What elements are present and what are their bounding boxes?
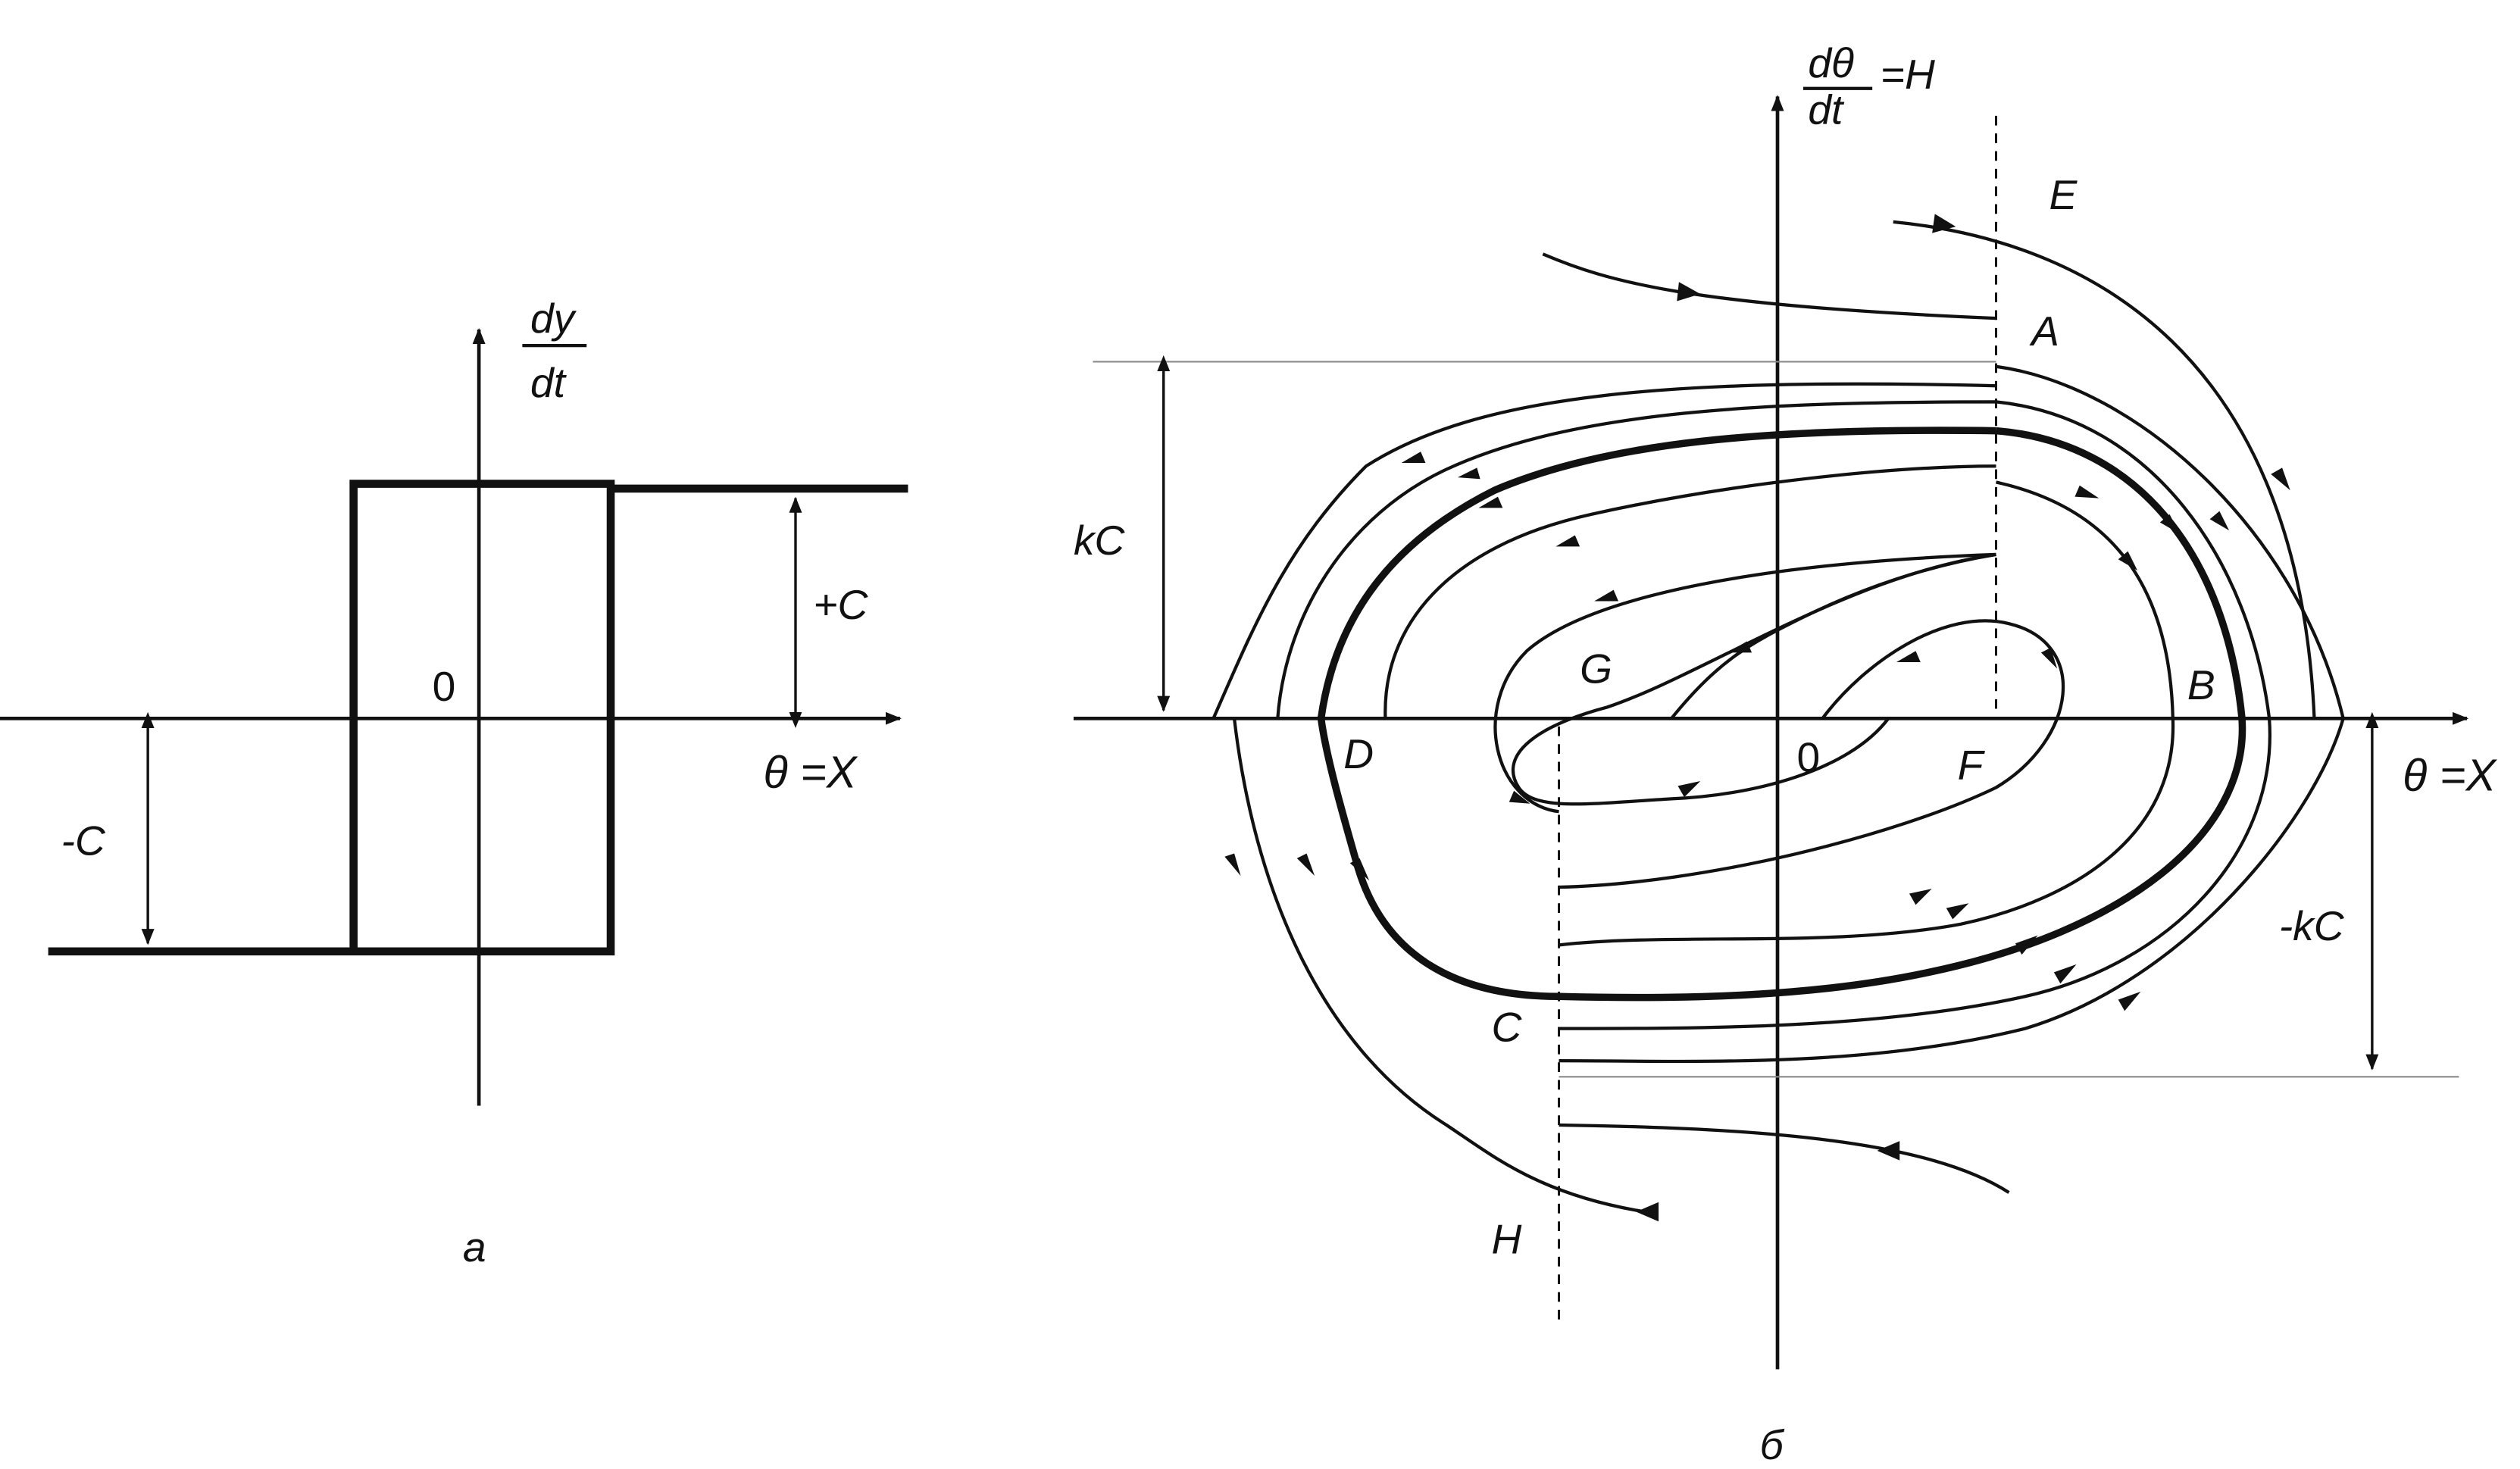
panel-b-x-axis-label: θ =X — [2403, 750, 2497, 801]
panel-b-caption: б — [1760, 1421, 1785, 1468]
panel-a-labels: dy dt θ =X 0 +C -C a — [61, 295, 869, 1271]
relay-characteristic-curve — [48, 480, 908, 956]
panel-b-y-label-numerator: dθ — [1808, 39, 1854, 86]
panel-b-labels: dθ dt =H θ =X 0 kC -kC A B C D E F G H б — [1074, 39, 2498, 1468]
panel-a-y-label-denominator: dt — [530, 359, 567, 406]
point-label-d: D — [1343, 730, 1374, 777]
trajectory-outer-1 — [1276, 400, 2271, 1030]
point-label-e: E — [2049, 171, 2078, 218]
panel-a — [0, 327, 908, 1106]
panel-a-y-label-numerator: dy — [530, 295, 577, 342]
point-label-g: G — [1580, 645, 1612, 692]
minus-kc-label: -kC — [2279, 902, 2345, 949]
point-label-h: H — [1491, 1216, 1521, 1263]
panel-b-origin-label: 0 — [1796, 733, 1820, 780]
kc-label: kC — [1074, 517, 1126, 564]
panel-b-y-label-denominator: dt — [1808, 86, 1845, 133]
plus-c-label: +C — [813, 581, 868, 628]
panel-b — [1073, 95, 2469, 1370]
panel-a-caption: a — [463, 1224, 486, 1271]
panel-a-x-axis-label: θ =X — [764, 746, 858, 797]
panel-b-y-label-suffix: =H — [1881, 51, 1935, 98]
minus-c-label: -C — [61, 817, 106, 864]
trajectory-outermost-bottom — [1232, 718, 2010, 1215]
trajectory-outer-2 — [1212, 364, 2345, 1064]
point-label-f: F — [1958, 742, 1986, 789]
trajectory-inner-right — [1559, 619, 2065, 889]
panel-a-origin-label: 0 — [433, 663, 456, 710]
limit-cycle — [1317, 427, 2246, 1002]
trajectory-direction-arrows — [1224, 214, 2290, 1222]
trajectory-g-loop — [1493, 552, 1996, 814]
point-label-b: B — [2187, 661, 2215, 708]
point-label-c: C — [1491, 1004, 1522, 1051]
point-label-a: A — [2029, 308, 2059, 355]
